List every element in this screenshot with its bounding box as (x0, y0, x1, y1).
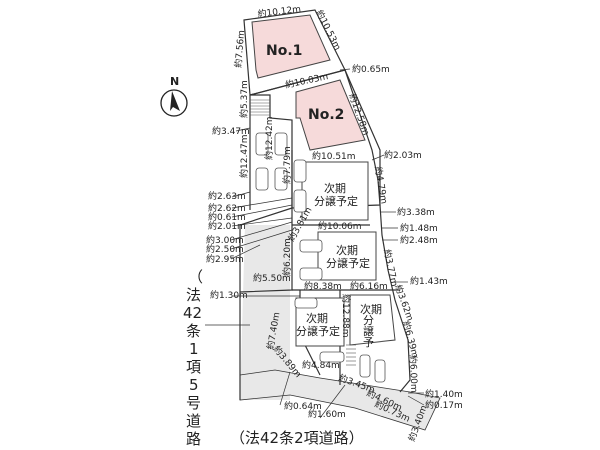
svg-text:法: 法 (186, 286, 201, 304)
svg-text:42: 42 (183, 304, 202, 322)
svg-text:約1.30m: 約1.30m (210, 289, 248, 301)
svg-text:号: 号 (186, 394, 201, 412)
svg-text:約3.00m: 約3.00m (206, 234, 244, 246)
svg-text:道: 道 (186, 412, 201, 430)
svg-text:約6.20m: 約6.20m (281, 238, 293, 276)
lot-future1-label-1: 次期 (324, 181, 346, 195)
svg-text:約5.50m: 約5.50m (253, 272, 291, 284)
svg-text:約6.00m: 約6.00m (407, 355, 420, 393)
lot-future3-label-1: 次期 (306, 311, 328, 325)
svg-text:約0.65m: 約0.65m (352, 63, 390, 75)
svg-text:約2.62m: 約2.62m (208, 202, 246, 214)
lot-future4-label-4: 予 (363, 336, 374, 349)
svg-text:（: （ (188, 268, 203, 286)
lot-future4-label-1: 次期 (360, 302, 382, 316)
north-arrow-icon: N (160, 75, 188, 117)
svg-text:約12.42m: 約12.42m (263, 116, 275, 160)
parking-cars (255, 132, 386, 383)
svg-text:約0.61m: 約0.61m (208, 211, 246, 223)
svg-text:約5.37m: 約5.37m (238, 80, 250, 118)
svg-text:約2.50m: 約2.50m (206, 243, 244, 255)
west-road-label: （ 法 42 条 1 項 5 号 道 路 (183, 268, 203, 448)
svg-text:約4.84m: 約4.84m (302, 359, 340, 371)
building-no2 (295, 79, 366, 151)
svg-text:条: 条 (186, 322, 201, 340)
svg-text:約2.01m: 約2.01m (208, 220, 246, 232)
svg-text:1: 1 (189, 340, 199, 358)
lot-future2-label-2: 分譲予定 (326, 256, 370, 270)
svg-text:N: N (170, 75, 179, 88)
svg-text:約1.48m: 約1.48m (400, 222, 438, 234)
svg-text:路: 路 (186, 430, 201, 448)
svg-text:約0.64m: 約0.64m (284, 400, 322, 412)
svg-text:約1.60m: 約1.60m (308, 408, 346, 420)
building-future2 (317, 231, 377, 281)
svg-text:約2.03m: 約2.03m (384, 149, 422, 161)
svg-text:約10.06m: 約10.06m (318, 220, 362, 232)
lot-future3-label-2: 分譲予定 (296, 324, 340, 338)
leader-lines (205, 68, 425, 419)
svg-text:約1.40m: 約1.40m (425, 388, 463, 400)
svg-text:項: 項 (186, 358, 201, 376)
south-road-label: （法42条2項道路） (230, 429, 364, 447)
svg-text:約8.38m: 約8.38m (304, 280, 342, 292)
svg-text:約2.95m: 約2.95m (206, 253, 244, 265)
svg-text:約3.38m: 約3.38m (397, 206, 435, 218)
south-road-area (239, 369, 441, 431)
svg-text:約12.88m: 約12.88m (340, 294, 352, 338)
lot-no1-label: No.1 (266, 43, 302, 59)
svg-text:約0.17m: 約0.17m (425, 399, 463, 411)
svg-text:約7.79m: 約7.79m (281, 146, 293, 184)
building-future4 (349, 294, 396, 346)
svg-text:約7.56m: 約7.56m (232, 30, 247, 69)
building-no1 (251, 14, 331, 79)
stairs (250, 99, 356, 366)
svg-text:約6.16m: 約6.16m (350, 280, 388, 292)
lot-future2-label-1: 次期 (336, 243, 358, 257)
lot-future4-label-2: 分 (363, 314, 374, 327)
svg-text:約3.47m: 約3.47m (212, 125, 250, 137)
svg-text:5: 5 (189, 376, 199, 394)
lot-future4-label-3: 譲 (363, 324, 374, 338)
svg-text:約6.39m: 約6.39m (400, 320, 421, 360)
west-road-area (240, 225, 290, 400)
svg-text:約4.79m: 約4.79m (372, 165, 390, 204)
lot-future1-label-2: 分譲予定 (314, 194, 358, 208)
svg-text:約1.43m: 約1.43m (410, 275, 448, 287)
lot-no2-label: No.2 (308, 107, 344, 123)
svg-text:約2.48m: 約2.48m (400, 234, 438, 246)
svg-text:約10.51m: 約10.51m (312, 150, 356, 162)
svg-text:約2.63m: 約2.63m (208, 190, 246, 202)
svg-text:約12.47m: 約12.47m (238, 134, 250, 178)
